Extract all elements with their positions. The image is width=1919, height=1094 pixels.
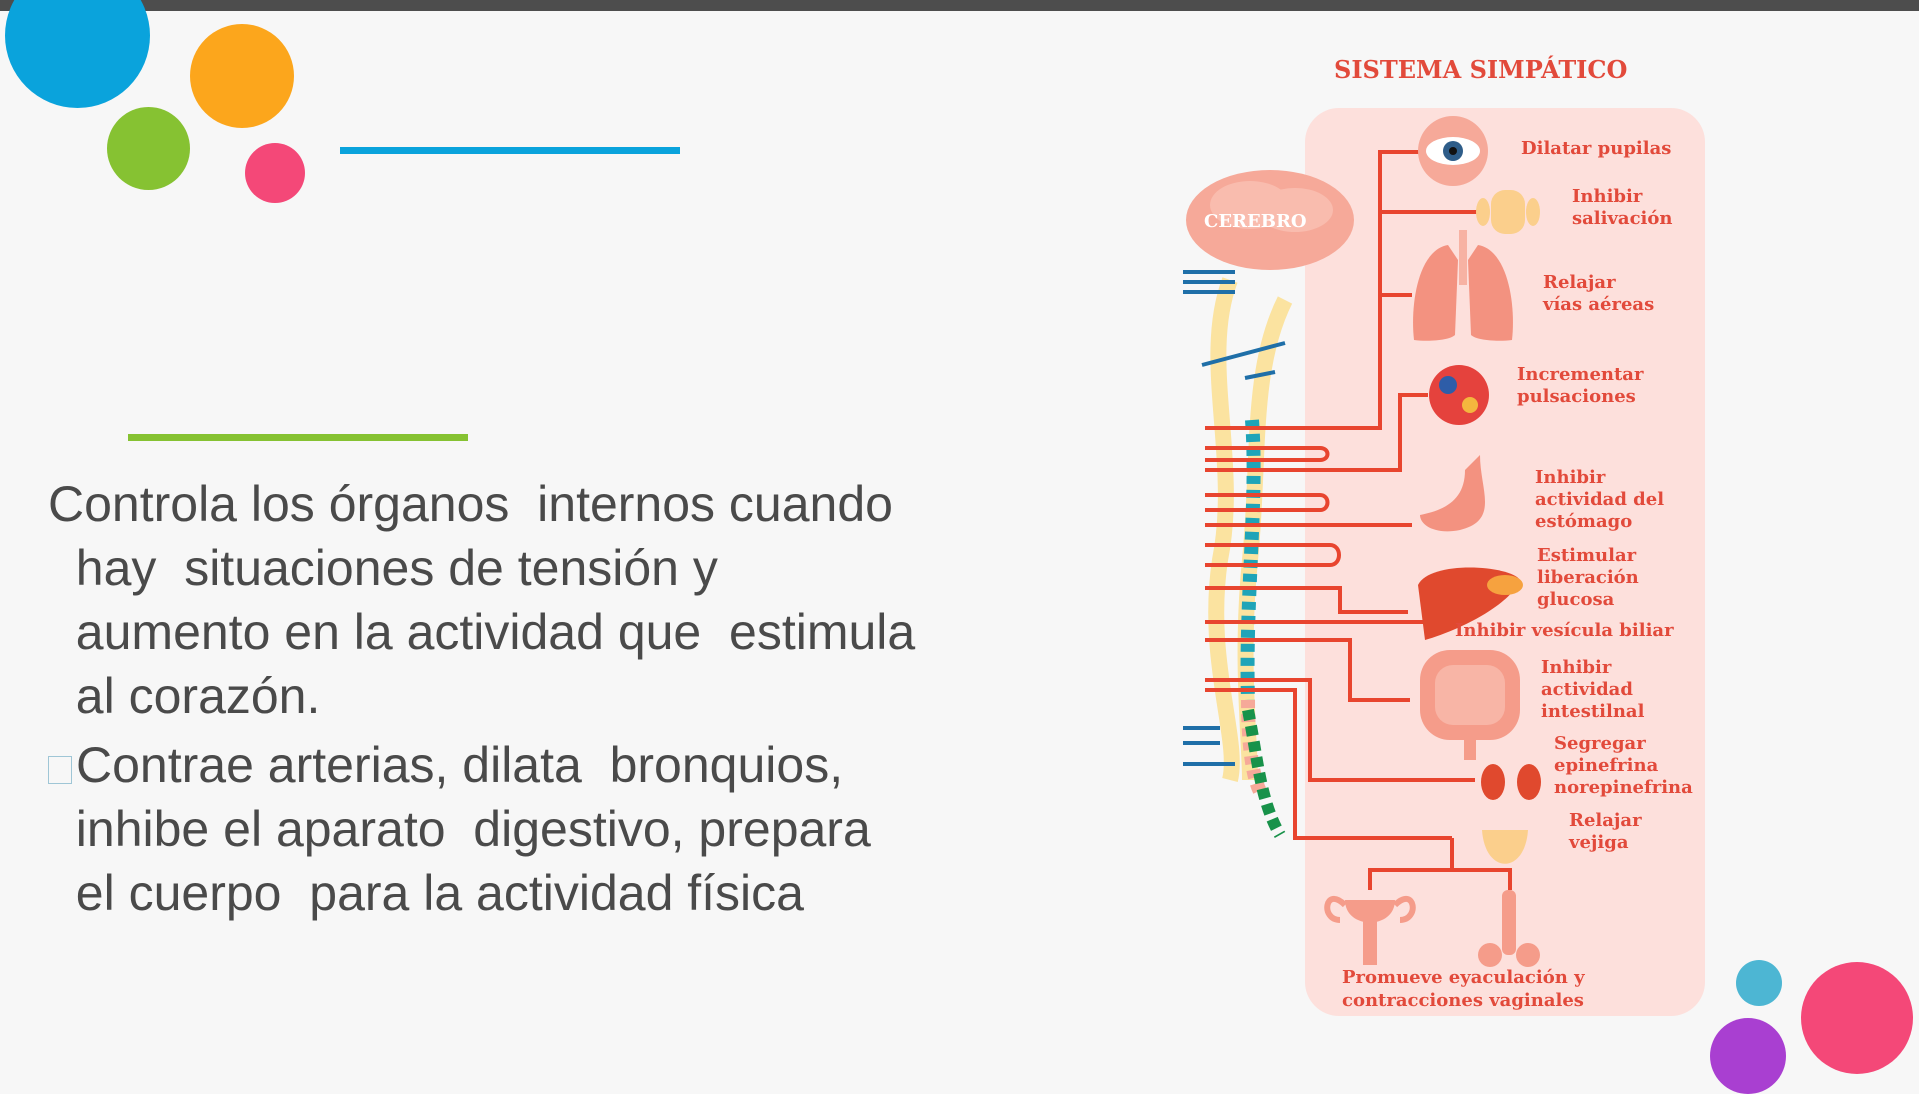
decor-line-blue [340, 147, 680, 154]
salivary-gland-icon [1476, 190, 1540, 234]
decor-circle-purple [1710, 1018, 1786, 1094]
label-reproductive: Promueve eyaculación y contracciones vag… [1342, 967, 1591, 1011]
brain-label: CEREBRO [1204, 211, 1307, 232]
body-paragraph-1: Controla los órganos internos cuando hay… [48, 476, 916, 724]
uterus-icon [1324, 895, 1416, 965]
brain-icon [1186, 170, 1354, 270]
heart-icon [1429, 365, 1489, 425]
body-paragraph-2-text: Contrae arterias, dilata bronquios, inhi… [75, 737, 871, 921]
nerve-ticks [1183, 270, 1286, 766]
intestine-icon [1420, 650, 1520, 760]
label-pupils: Dilatar pupilas [1521, 138, 1671, 159]
label-stomach: Inhibir actividad del estómago [1535, 467, 1670, 532]
nerve-pathways [1205, 150, 1512, 890]
label-airways: Relajar vías aéreas [1542, 272, 1654, 315]
bullet-icon [48, 756, 72, 784]
decor-circle-green [107, 107, 190, 190]
decor-circle-teal [1736, 960, 1782, 1006]
organ-panel [1305, 108, 1705, 1016]
eye-icon [1418, 116, 1488, 186]
stomach-icon [1420, 455, 1485, 532]
sympathetic-system-diagram: SISTEMA SIMPÁTICO CEREBRO [1183, 55, 1705, 1016]
kidneys-icon [1481, 764, 1541, 800]
label-gallbladder: Inhibir vesícula biliar [1455, 620, 1674, 641]
male-reproductive-icon [1478, 890, 1540, 967]
label-intestine: Inhibir actividad intestilnal [1541, 657, 1645, 722]
liver-icon [1418, 567, 1523, 640]
label-saliva: Inhibir salivación [1572, 186, 1673, 229]
label-adrenal: Segregar epinefrina norepinefrina [1554, 733, 1693, 798]
decor-line-green [128, 434, 468, 441]
diagram-title: SISTEMA SIMPÁTICO [1334, 55, 1627, 84]
bladder-icon [1482, 830, 1528, 864]
lungs-icon [1413, 230, 1513, 341]
body-paragraph-2: Contrae arterias, dilata bronquios, inhi… [48, 733, 1048, 925]
label-heart: Incrementar pulsaciones [1517, 364, 1650, 407]
label-bladder: Relajar vejiga [1568, 810, 1648, 853]
decor-circle-orange [190, 24, 294, 128]
top-bar [0, 0, 1919, 11]
decor-circle-blue [5, 0, 150, 108]
decor-circle-pink-large [1801, 962, 1913, 1074]
spinal-cord-icon [1208, 277, 1293, 838]
label-glucose: Estimular liberación glucosa [1537, 545, 1645, 610]
decor-circle-pink [245, 143, 305, 203]
